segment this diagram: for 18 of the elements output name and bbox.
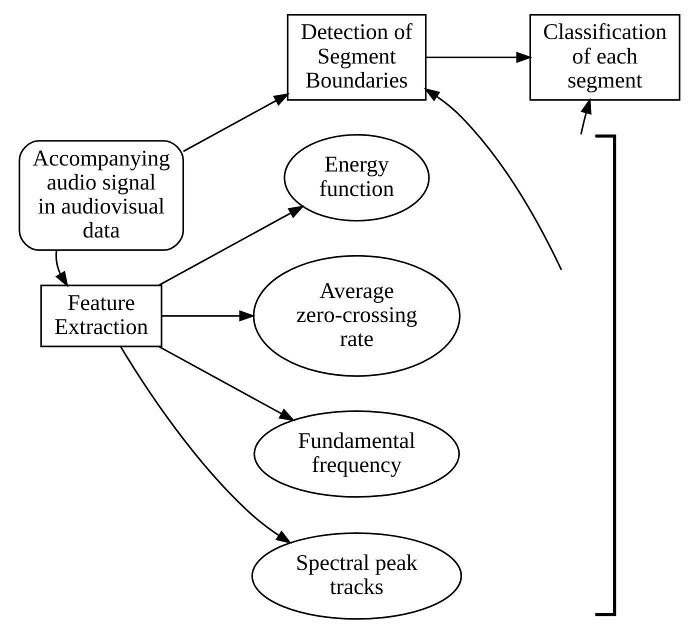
node-box: Detection of Segment Boundaries bbox=[286, 14, 427, 101]
node-box: Accompanying audio signal in audiovisual data bbox=[18, 140, 184, 251]
node-box: Classification of each segment bbox=[529, 14, 680, 101]
arrow bbox=[55, 250, 68, 288]
node-ellipse: Energy function bbox=[284, 134, 430, 222]
node-ellipse: Average zero-crossing rate bbox=[252, 254, 461, 377]
arrow bbox=[424, 88, 562, 270]
node-ellipse: Fundamental frequency bbox=[254, 410, 460, 498]
arrow bbox=[580, 98, 592, 135]
arrow bbox=[158, 346, 296, 422]
arrow bbox=[183, 93, 290, 152]
arrow bbox=[426, 52, 532, 63]
arrow bbox=[158, 206, 304, 286]
node-ellipse: Spectral peak tracks bbox=[251, 532, 462, 620]
node-bracket bbox=[595, 134, 616, 616]
arrow bbox=[162, 310, 256, 322]
node-box: Feature Extraction bbox=[40, 284, 162, 348]
arrow bbox=[120, 346, 292, 544]
